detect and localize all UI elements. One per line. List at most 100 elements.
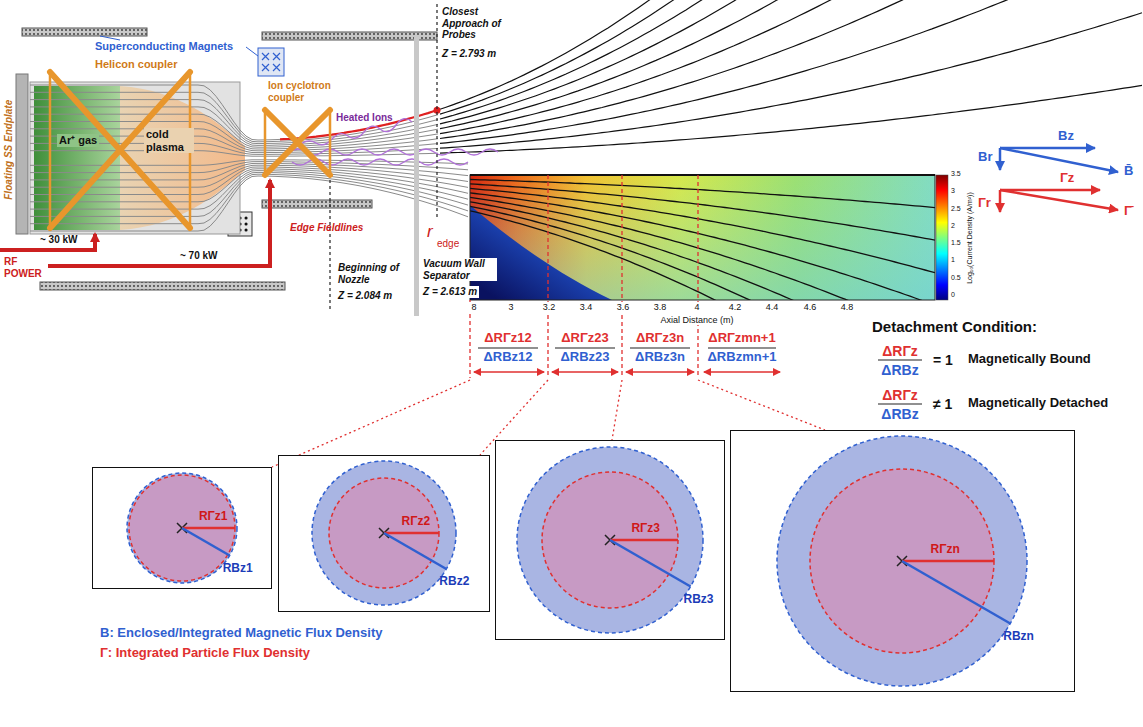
ratio-arrows <box>474 371 780 373</box>
magnet-bars <box>262 200 372 208</box>
station-value: Z = 2.793 m <box>442 48 496 60</box>
flux-panel: RΓz3RBz3 <box>495 440 725 640</box>
axis-title: Axial Distance (m) <box>658 315 735 325</box>
condition-title: Detachment Condition: <box>872 318 1037 335</box>
ratio-denominator: ΔRBz3n <box>635 350 685 365</box>
rf-power-lines <box>48 180 270 266</box>
magnetic-radius <box>384 533 446 569</box>
fraction-bars <box>478 347 538 348</box>
key-note: Γ: Integrated Particle Flux Density <box>100 646 310 661</box>
particle-radius-label: RΓzn <box>931 543 960 557</box>
station-lines <box>414 36 419 316</box>
axis-tick: 4.2 <box>727 302 744 312</box>
vector-diagrams <box>1000 148 1118 172</box>
magnetic-radius-label: RBz1 <box>223 562 253 576</box>
colorbar-tick: 1.5 <box>951 239 961 247</box>
ratio-numerator: ΔRΓz3n <box>636 331 684 346</box>
axis-tick: 4.6 <box>802 302 819 312</box>
part-label: Floating SS Endplate <box>3 100 15 200</box>
part-label: Helicon coupler <box>95 58 178 71</box>
axis-tick: 3.2 <box>541 302 558 312</box>
axis-tick: 4 <box>692 302 701 312</box>
particle-radius <box>610 538 678 541</box>
colorbar-tick: 2 <box>951 222 955 230</box>
condition-label: Magnetically Bound <box>968 352 1091 367</box>
colorbar-title: Log₁₀(Current Density (A/m²)) <box>966 192 974 284</box>
ratio-arrows <box>474 371 544 373</box>
colorbar-tick: 0 <box>951 291 955 299</box>
field-line <box>440 85 1142 153</box>
fraction-bars <box>878 359 922 360</box>
ratio-denominator: ΔRBzmn+1 <box>708 350 777 365</box>
station-lines <box>329 180 330 312</box>
magnetic-radius <box>182 528 230 556</box>
plot-contour <box>470 206 765 300</box>
flux-circles <box>730 430 1075 692</box>
flux-panel: RΓznRBzn <box>730 430 1075 692</box>
field-line <box>440 0 1028 143</box>
colorbar-tick: 3.5 <box>951 170 961 178</box>
magnet-bars <box>22 28 147 36</box>
vector-label: Bz <box>1058 129 1074 144</box>
field-line <box>440 0 920 138</box>
magnetic-radius <box>902 561 1010 624</box>
field-line <box>30 176 468 231</box>
ratio-arrows <box>552 371 618 373</box>
heated-ion-paths <box>290 149 498 155</box>
magnetic-radius-label: RBz2 <box>439 575 469 589</box>
plot-contour <box>470 197 860 300</box>
magnet-bars <box>262 53 280 71</box>
fraction-bars <box>630 347 690 348</box>
field-line <box>440 13 1142 148</box>
colorbar-tick: 1 <box>951 256 955 264</box>
power-label: ~ 70 kW <box>180 250 218 262</box>
panel-leaders <box>612 380 622 440</box>
part-label: Ar⁺ gas <box>57 134 99 147</box>
ratio-denominator: ΔRBz23 <box>560 350 609 365</box>
symbol-label: r <box>427 222 433 242</box>
power-label: ~ 30 kW <box>40 234 78 246</box>
symbol-label: edge <box>437 238 459 250</box>
plot-contour <box>470 202 805 300</box>
station-value: Z = 2.613 m <box>421 286 479 298</box>
current-density-plot <box>936 175 948 300</box>
rf-power-lines <box>0 234 95 250</box>
field-line <box>440 0 662 109</box>
ratio-denominator: ΔRBz <box>881 362 918 378</box>
part-label: cold plasma <box>144 128 194 153</box>
axis-tick: 3 <box>506 302 515 312</box>
helicon-section <box>34 86 120 230</box>
vector-diagrams <box>1000 147 1095 150</box>
vector-diagrams <box>999 148 1002 170</box>
magnetic-flux-circle <box>312 461 456 605</box>
vector-label: Γz <box>1060 171 1074 186</box>
fraction-bars <box>555 347 615 348</box>
field-line <box>440 0 686 114</box>
flux-panel: RΓz1RBz1 <box>92 467 272 589</box>
plot-contour <box>470 184 935 240</box>
divider-lines <box>547 175 548 378</box>
ratio-denominator: ΔRBz12 <box>483 350 532 365</box>
divider-lines <box>621 175 622 378</box>
axis-tick: 3.8 <box>652 302 669 312</box>
magnetic-radius <box>610 540 691 587</box>
rf-power-lines <box>0 180 270 266</box>
fraction-bars <box>478 348 922 404</box>
magnet-bars <box>258 48 284 76</box>
current-density-plot <box>470 174 935 176</box>
heated-ion-paths <box>290 119 498 165</box>
station-label: Beginning of Nozzle <box>336 262 402 285</box>
field-line <box>30 174 468 224</box>
coupler-antennas <box>265 110 330 175</box>
fraction-bars <box>878 403 922 404</box>
ratio-numerator: ΔRΓz <box>882 387 918 403</box>
particle-radius <box>384 531 439 534</box>
vector-diagrams <box>1000 189 1100 192</box>
current-density-plot <box>470 180 935 301</box>
part-label: Edge Fieldlines <box>290 222 363 234</box>
ratio-numerator: ΔRΓz23 <box>561 331 609 346</box>
flux-panel: RΓz2RBz2 <box>278 455 490 612</box>
vector-label: Br <box>978 150 992 165</box>
station-label: Closest Approach of Probes <box>442 6 516 41</box>
field-line <box>440 0 716 119</box>
